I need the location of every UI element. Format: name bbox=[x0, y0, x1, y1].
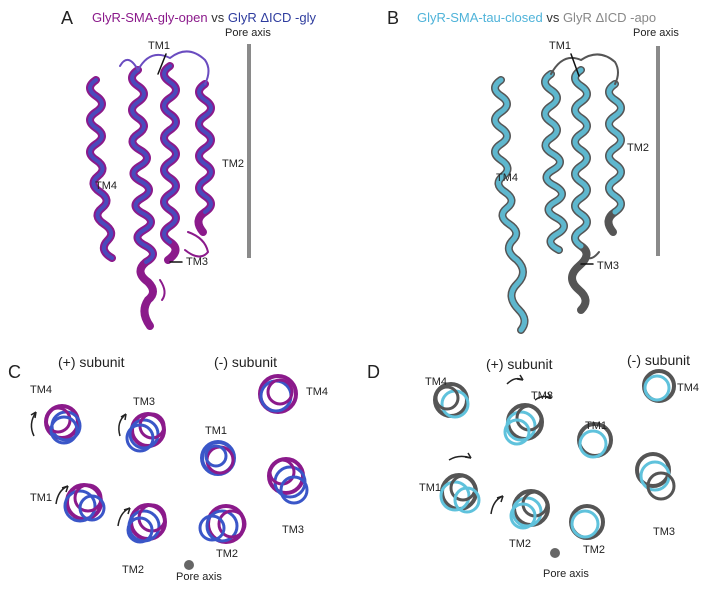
tm1-pointer bbox=[157, 53, 167, 75]
helix-topview-c bbox=[30, 374, 309, 570]
panel-letter: D bbox=[367, 362, 380, 382]
panel-letter: C bbox=[8, 362, 21, 382]
tm1-label-minus: TM1 bbox=[205, 425, 227, 437]
coil-minus-tm2 bbox=[569, 504, 605, 540]
tm4-label-minus: TM4 bbox=[677, 382, 699, 394]
coil-plus-tm1 bbox=[439, 473, 481, 514]
tm4-label-plus: TM4 bbox=[30, 384, 52, 396]
tm2-label-minus: TM2 bbox=[583, 544, 605, 556]
tm3-label-plus: TM3 bbox=[531, 390, 553, 402]
tm4-label-minus: TM4 bbox=[306, 386, 328, 398]
minus-subunit-label: (-) subunit bbox=[214, 354, 278, 370]
pore-axis-dot bbox=[550, 548, 560, 558]
title-vs: vs bbox=[207, 10, 228, 25]
tm1-label-plus-upper: TM1 bbox=[585, 420, 607, 432]
tm1-label-plus: TM1 bbox=[419, 482, 441, 494]
panel-letter: A bbox=[61, 8, 74, 28]
coil-plus-tm4 bbox=[44, 404, 82, 445]
coil-plus-tm1 bbox=[63, 483, 106, 523]
coil-minus-tm3 bbox=[267, 457, 309, 505]
pore-axis-label: Pore axis bbox=[633, 27, 679, 39]
tm1-label: TM1 bbox=[148, 40, 170, 52]
coil-plus-tm4 bbox=[433, 382, 470, 419]
tm2-label-plus: TM2 bbox=[509, 538, 531, 550]
coil-minus-tm2 bbox=[198, 504, 247, 544]
tm4-label: TM4 bbox=[496, 172, 518, 184]
plus-subunit-label: (+) subunit bbox=[486, 356, 553, 372]
tm2-label: TM2 bbox=[627, 142, 649, 154]
pore-axis-bar bbox=[656, 46, 660, 256]
loop-top bbox=[550, 53, 619, 85]
helix-topview-d bbox=[433, 369, 676, 558]
coil-minus-tm4 bbox=[642, 369, 676, 403]
coil-plus-tm2 bbox=[126, 503, 167, 544]
loop-bottom bbox=[184, 231, 210, 258]
tm1-label-plus: TM1 bbox=[30, 492, 52, 504]
pore-axis-label: Pore axis bbox=[225, 27, 271, 39]
panel-a: A GlyR-SMA-gly-open vs GlyR ΔICD -gly Po… bbox=[0, 0, 359, 340]
coil-plus-tm1-extra bbox=[577, 422, 613, 459]
title-structure-2: GlyR ΔICD -gly bbox=[227, 10, 316, 25]
tm1-label: TM1 bbox=[549, 40, 571, 52]
plus-subunit-label: (+) subunit bbox=[58, 354, 125, 370]
coil-minus-tm3 bbox=[635, 452, 676, 501]
panel-b: B GlyR-SMA-tau-closed vs GlyR ΔICD -apo … bbox=[359, 0, 718, 340]
coil-minus-tm1 bbox=[200, 440, 236, 476]
helix-bundle-a bbox=[86, 50, 215, 330]
pore-axis-label: Pore axis bbox=[176, 571, 222, 583]
tm4-label-plus: TM4 bbox=[425, 376, 447, 388]
tm2-label: TM2 bbox=[222, 158, 244, 170]
tm3-label-plus: TM3 bbox=[133, 396, 155, 408]
tm2-label-minus: TM2 bbox=[216, 548, 238, 560]
rotation-arrows bbox=[448, 374, 552, 515]
coil-plus-tm2 bbox=[509, 489, 550, 530]
tm1-pointer bbox=[570, 53, 580, 77]
minus-subunit-label: (-) subunit bbox=[627, 352, 691, 368]
title-structure-1: GlyR-SMA-tau-closed bbox=[417, 10, 543, 25]
rotation-arrows bbox=[30, 411, 131, 527]
tm4-label: TM4 bbox=[95, 180, 117, 192]
helix-bundle-b bbox=[491, 53, 625, 334]
tm3-label-minus: TM3 bbox=[282, 524, 304, 536]
title-vs: vs bbox=[542, 10, 563, 25]
loop-top bbox=[137, 50, 210, 85]
pore-axis-bar bbox=[247, 44, 251, 258]
title-structure-1: GlyR-SMA-gly-open bbox=[92, 10, 208, 25]
tm3-label: TM3 bbox=[597, 260, 619, 272]
coil-minus-tm4 bbox=[258, 374, 298, 414]
panel-title: GlyR-SMA-gly-open vs GlyR ΔICD -gly bbox=[92, 10, 316, 25]
pore-axis-dot bbox=[184, 560, 194, 570]
tm2-label-plus: TM2 bbox=[122, 564, 144, 576]
title-structure-2: GlyR ΔICD -apo bbox=[562, 10, 657, 25]
coil-plus-tm3 bbox=[125, 412, 166, 453]
panel-c: C (+) subunit (-) subunit bbox=[0, 340, 359, 590]
coil-plus-tm3 bbox=[503, 403, 544, 446]
panel-title: GlyR-SMA-tau-closed vs GlyR ΔICD -apo bbox=[417, 10, 656, 25]
tm3-label: TM3 bbox=[186, 256, 208, 268]
panel-d: D (+) subunit (-) subunit bbox=[359, 340, 718, 590]
tm3-label-minus: TM3 bbox=[653, 526, 675, 538]
pore-axis-label: Pore axis bbox=[543, 568, 589, 580]
panel-letter: B bbox=[387, 8, 400, 28]
